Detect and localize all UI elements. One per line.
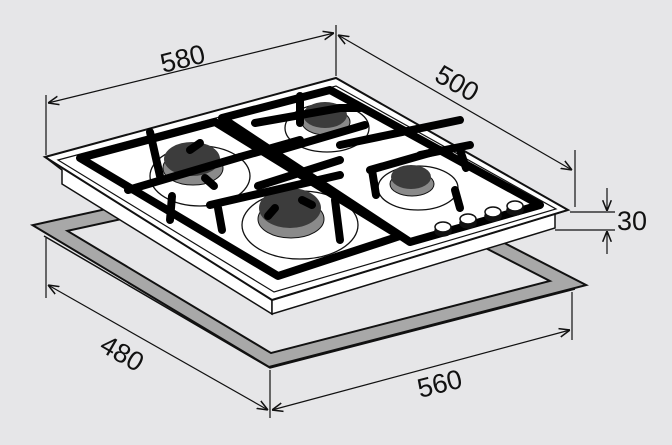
dimension-label-30: 30 xyxy=(617,206,647,236)
dimension-label-580: 580 xyxy=(157,39,208,79)
knob-1 xyxy=(434,221,452,237)
dimension-label-480: 480 xyxy=(95,329,149,378)
control-knobs xyxy=(434,200,524,237)
knob-3 xyxy=(484,206,502,222)
hob xyxy=(42,76,571,316)
dimension-label-500: 500 xyxy=(430,59,484,108)
dimension-lines xyxy=(45,25,615,418)
knob-4 xyxy=(506,200,524,216)
knob-2 xyxy=(459,213,477,229)
